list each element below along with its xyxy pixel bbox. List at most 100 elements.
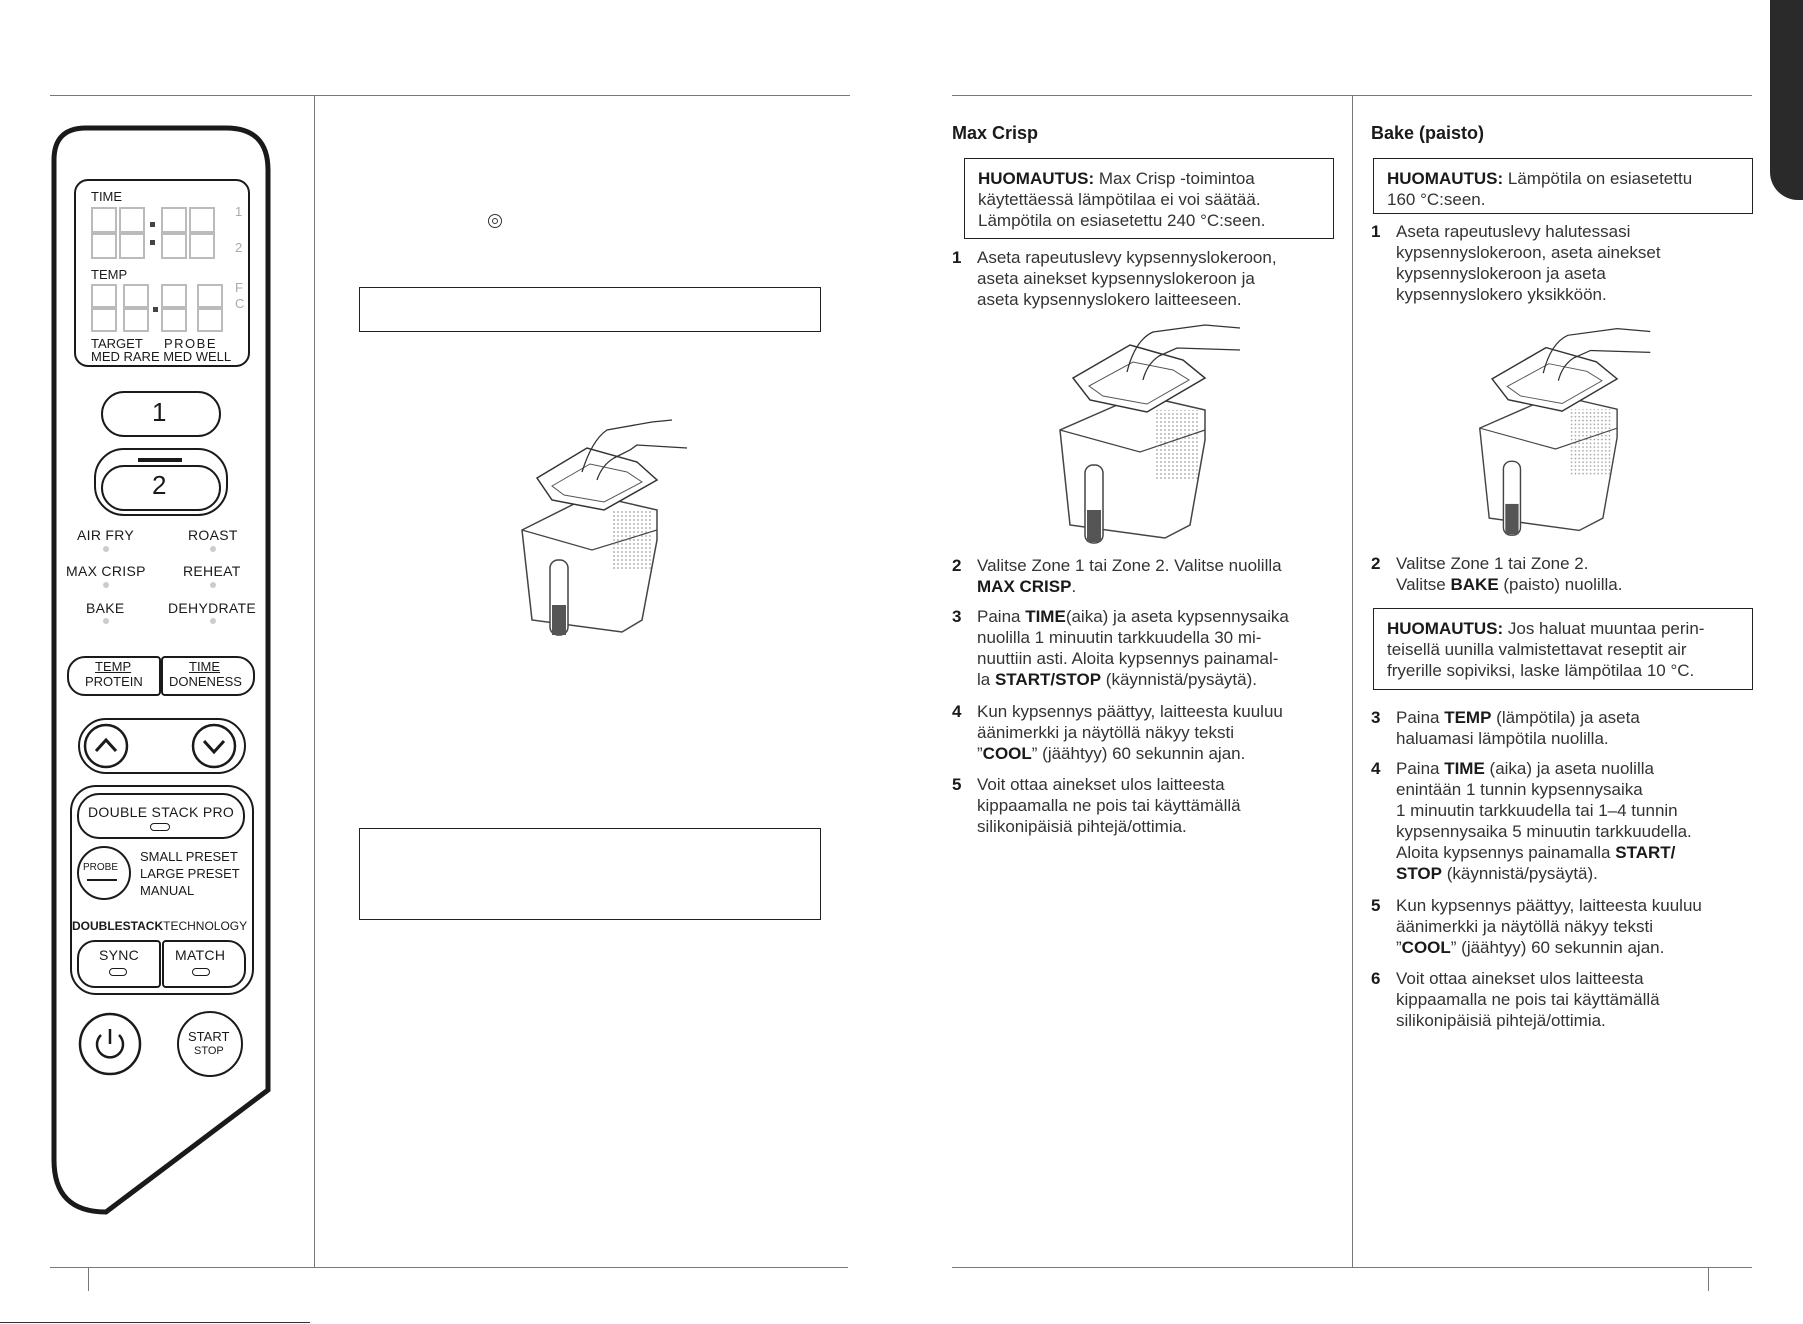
time-doneness-button[interactable] bbox=[161, 656, 255, 696]
bottom-rule-left bbox=[50, 1267, 848, 1268]
max-crisp-step-4: 4 Kun kypsennys päättyy, laitteesta kuul… bbox=[952, 702, 1283, 763]
temp-digits bbox=[91, 284, 223, 332]
basket-crisper-plate-illustration bbox=[521, 419, 688, 636]
column-divider-right bbox=[1352, 95, 1353, 1267]
probe-button-label: PROBE bbox=[83, 862, 119, 873]
bake-step-5: 5 Kun kypsennys päättyy, laitteesta kuul… bbox=[1371, 896, 1702, 957]
bottom-rule-right bbox=[952, 1267, 1752, 1268]
arrow-keys-outline bbox=[78, 718, 246, 774]
display-time-label: TIME bbox=[91, 189, 123, 204]
doublestack-technology-label: DOUBLESTACKTECHNOLOGY bbox=[72, 919, 247, 933]
time-digits bbox=[91, 207, 215, 259]
top-rule-left bbox=[50, 95, 850, 96]
zone-link-outline bbox=[94, 448, 228, 516]
max-crisp-step-2: 2 Valitse Zone 1 tai Zone 2. Valitse nuo… bbox=[952, 556, 1282, 596]
time-button-top: TIME bbox=[189, 659, 221, 674]
max-crisp-heading: Max Crisp bbox=[952, 123, 1039, 143]
function-indicator-dots bbox=[103, 546, 216, 624]
max-crisp-note: HUOMAUTUS: Max Crisp -toimintoa käytettä… bbox=[964, 158, 1334, 239]
arrow-down-icon[interactable] bbox=[190, 722, 238, 770]
empty-note-box-bottom bbox=[359, 828, 821, 920]
function-roast[interactable]: ROAST bbox=[188, 527, 238, 543]
bake-note2-line-2: teisellä uunilla valmistettavat reseptit… bbox=[1387, 640, 1687, 659]
bake-note-line-1: Lämpötila on esiasetettu bbox=[1503, 169, 1693, 188]
bake-basket-illustration bbox=[1478, 328, 1651, 536]
bake-note2-line-3: fryerille sopiviksi, laske lämpötilaa 10… bbox=[1387, 661, 1695, 680]
function-reheat[interactable]: REHEAT bbox=[183, 563, 241, 579]
bake-step-3: 3 Paina TEMP (lämpötila) ja aseta haluam… bbox=[1371, 708, 1640, 748]
control-panel-outline bbox=[51, 125, 271, 1215]
max-crisp-note-label: HUOMAUTUS: bbox=[978, 169, 1095, 188]
bake-note2-line-1: Jos haluat muuntaa perin- bbox=[1503, 619, 1705, 638]
display-probe-label: PROBE bbox=[164, 336, 218, 351]
doublestack-section-outline bbox=[70, 785, 254, 995]
probe-button[interactable] bbox=[77, 846, 131, 900]
match-indicator bbox=[192, 968, 210, 976]
display-target-label: TARGET bbox=[91, 336, 143, 351]
small-preset-label: SMALL PRESET bbox=[140, 849, 238, 864]
arrow-up-icon[interactable] bbox=[82, 722, 130, 770]
section-tab bbox=[1770, 0, 1803, 200]
double-stack-pro-label: DOUBLE STACK PRO bbox=[88, 804, 235, 820]
double-stack-indicator bbox=[150, 823, 170, 831]
max-crisp-note-line-2: käytettäessä lämpötilaa ei voi säätää. bbox=[978, 190, 1261, 209]
max-crisp-step-1: 1 Aseta rapeutuslevy kypsennyslokeroon, … bbox=[952, 248, 1277, 309]
display-doneness-row: MED RARE MED WELL bbox=[91, 349, 232, 364]
bake-note-conversion: HUOMAUTUS: Jos haluat muuntaa perin- tei… bbox=[1373, 608, 1753, 690]
function-bake[interactable]: BAKE bbox=[86, 600, 125, 616]
stop-label: STOP bbox=[194, 1045, 224, 1057]
bake-note-label: HUOMAUTUS: bbox=[1387, 169, 1504, 188]
display-temp-label: TEMP bbox=[91, 267, 128, 282]
column-divider-left bbox=[314, 95, 315, 1267]
bake-note-preset: HUOMAUTUS: Lämpötila on esiasetettu 160 … bbox=[1373, 158, 1753, 214]
max-crisp-step-3: 3 Paina TIME(aika) ja aseta kypsennysaik… bbox=[952, 607, 1289, 689]
page-tick-left bbox=[88, 1267, 89, 1291]
zone-1-button[interactable] bbox=[101, 391, 221, 437]
display-screen bbox=[74, 179, 250, 367]
dial-icon bbox=[488, 214, 502, 228]
display-digit-2: 2 bbox=[235, 240, 243, 255]
bake-note-line-2: 160 °C:seen. bbox=[1387, 190, 1486, 209]
zone-link-bar bbox=[138, 458, 182, 462]
bake-step-6: 6 Voit ottaa ainekset ulos laitteesta ki… bbox=[1371, 969, 1660, 1030]
large-preset-label: LARGE PRESET bbox=[140, 866, 240, 881]
power-icon[interactable] bbox=[77, 1011, 143, 1077]
bake-step-4: 4 Paina TIME (aika) ja aseta nuolilla en… bbox=[1371, 759, 1692, 883]
temp-button-bottom: PROTEIN bbox=[85, 674, 143, 689]
function-max-crisp[interactable]: MAX CRISP bbox=[66, 563, 146, 579]
technology-text: TECHNOLOGY bbox=[163, 919, 248, 933]
function-dehydrate[interactable]: DEHYDRATE bbox=[168, 600, 257, 616]
empty-note-box-top bbox=[359, 287, 821, 332]
bake-step-2: 2 Valitse Zone 1 tai Zone 2. Valitse BAK… bbox=[1371, 554, 1623, 594]
temp-protein-button[interactable] bbox=[67, 656, 161, 696]
start-label: START bbox=[188, 1029, 230, 1044]
time-button-bottom: DONENESS bbox=[169, 674, 242, 689]
display-unit-c: C bbox=[235, 296, 245, 311]
bake-note2-label: HUOMAUTUS: bbox=[1387, 619, 1504, 638]
temp-button-top: TEMP bbox=[95, 659, 132, 674]
bake-heading: Bake (paisto) bbox=[1371, 123, 1485, 143]
double-stack-pro-button[interactable] bbox=[77, 793, 245, 839]
max-crisp-basket-illustration bbox=[1059, 324, 1241, 544]
page-tick-right bbox=[1708, 1267, 1709, 1291]
zone-2-label: 2 bbox=[152, 470, 167, 500]
sync-indicator bbox=[109, 968, 127, 976]
match-label: MATCH bbox=[175, 947, 226, 963]
max-crisp-note-line-1: Max Crisp -toimintoa bbox=[1094, 169, 1255, 188]
sync-button[interactable] bbox=[77, 940, 161, 988]
zone-2-button[interactable] bbox=[101, 465, 221, 511]
bake-step-1: 1 Aseta rapeutuslevy halutessasi kypsenn… bbox=[1371, 222, 1661, 304]
footer-rule bbox=[0, 1322, 310, 1323]
doublestack-bold: DOUBLESTACK bbox=[72, 919, 164, 933]
probe-line-icon bbox=[87, 879, 117, 881]
display-unit-f: F bbox=[235, 280, 243, 295]
display-digit-1: 1 bbox=[235, 204, 243, 219]
sync-label: SYNC bbox=[99, 947, 140, 963]
max-crisp-step-5: 5 Voit ottaa ainekset ulos laitteesta ki… bbox=[952, 775, 1241, 836]
max-crisp-note-line-3: Lämpötila on esiasetettu 240 °C:seen. bbox=[978, 211, 1266, 230]
zone-1-label: 1 bbox=[152, 397, 167, 427]
match-button[interactable] bbox=[162, 940, 246, 988]
manual-label: MANUAL bbox=[140, 883, 195, 898]
start-stop-button[interactable] bbox=[177, 1011, 243, 1077]
function-air-fry[interactable]: AIR FRY bbox=[77, 527, 135, 543]
